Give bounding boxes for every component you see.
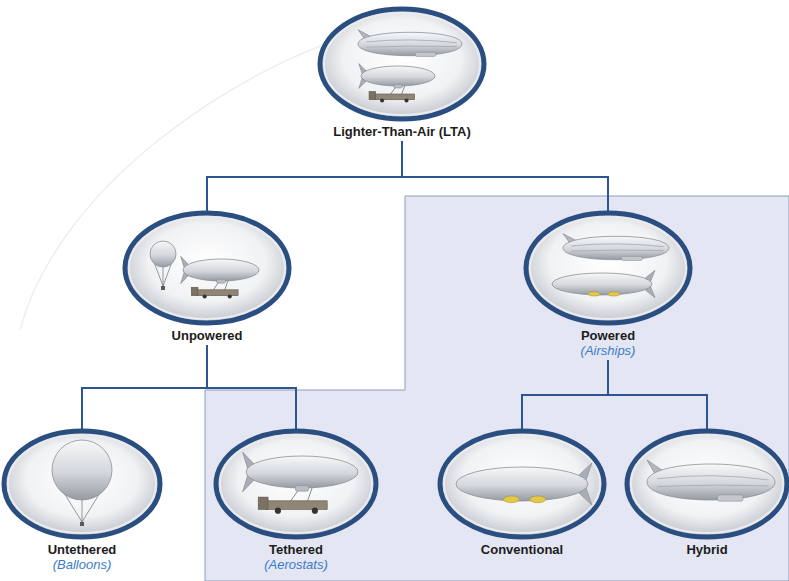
node-label: Powered	[581, 328, 635, 343]
rigging	[163, 267, 164, 286]
node-label: Tethered	[269, 542, 323, 557]
hull-lobe	[657, 485, 768, 487]
truck-cab	[191, 287, 198, 295]
cabin	[621, 256, 642, 260]
category-node: Tethered(Aerostats)	[212, 427, 380, 572]
balloon-envelope	[52, 440, 112, 500]
hull-lobe	[657, 476, 768, 480]
ellipse-inner-ring	[220, 435, 372, 533]
node-subtitle: (Balloons)	[53, 557, 112, 572]
ellipse-outline	[627, 431, 787, 537]
ellipse-inner-ring	[530, 217, 686, 319]
tree-connector	[207, 345, 296, 430]
tree-connector	[402, 141, 608, 212]
envelope	[246, 456, 358, 488]
node-label: Conventional	[481, 542, 563, 557]
category-node: Untethered(Balloons)	[0, 427, 164, 572]
tree-connector	[522, 360, 608, 430]
category-node: Lighter-Than-Air (LTA)	[316, 5, 488, 139]
faint-curve	[20, 30, 370, 330]
gondola	[394, 84, 403, 88]
engine-pod	[608, 292, 620, 296]
cabin	[415, 52, 436, 56]
ellipse-frame	[623, 427, 789, 541]
trailer	[266, 501, 328, 510]
hybrid-hull	[358, 32, 462, 55]
tree-connector	[608, 360, 707, 430]
wheel	[228, 294, 232, 298]
truck-cab	[369, 92, 376, 100]
ellipse-outline	[320, 9, 484, 119]
wheel	[275, 508, 281, 514]
hull-lobe	[366, 46, 456, 47]
gondola	[216, 279, 225, 283]
wheel	[312, 508, 318, 514]
tree-connector	[207, 141, 402, 212]
ellipse-outline	[216, 431, 376, 537]
tree-connector	[82, 345, 207, 430]
payload	[80, 522, 84, 526]
engine-pod	[588, 292, 600, 296]
ellipse-frame	[121, 209, 293, 327]
node-label: Hybrid	[686, 542, 727, 557]
node-label: Untethered	[48, 542, 117, 557]
engine-pod	[504, 496, 520, 503]
hull-lobe	[366, 40, 456, 43]
ellipse-frame	[522, 209, 694, 327]
envelope	[183, 259, 259, 281]
hull-lobe	[571, 250, 663, 251]
truck-cab	[258, 497, 268, 509]
ellipse-frame	[0, 427, 164, 541]
ellipse-inner-ring	[631, 435, 783, 533]
ellipse-inner-ring	[8, 435, 156, 533]
envelope	[552, 273, 652, 295]
payload	[161, 286, 165, 290]
rigging	[82, 500, 83, 522]
ellipse-inner-ring	[129, 217, 285, 319]
category-node: Hybrid	[623, 427, 789, 557]
hybrid-hull	[647, 464, 775, 500]
ellipse-outline	[125, 213, 289, 323]
node-subtitle: (Aerostats)	[264, 557, 328, 572]
category-node: Unpowered	[121, 209, 293, 343]
wheel	[380, 98, 384, 102]
ellipse-frame	[316, 5, 488, 123]
envelope	[456, 467, 588, 501]
node-label: Lighter-Than-Air (LTA)	[333, 124, 470, 139]
category-node: Conventional	[436, 427, 608, 557]
wheel	[203, 294, 207, 298]
ellipse-inner-ring	[444, 435, 600, 533]
trailer	[196, 290, 238, 296]
ellipse-outline	[526, 213, 690, 323]
ellipse-frame	[436, 427, 608, 541]
hybrid-hull	[563, 236, 669, 259]
balloon-envelope	[150, 241, 176, 267]
node-label: Unpowered	[172, 328, 243, 343]
hull-lobe	[571, 244, 663, 247]
category-node: Powered(Airships)	[522, 209, 694, 358]
engine-pod	[530, 496, 546, 503]
node-subtitle: (Airships)	[581, 343, 636, 358]
trailer	[374, 94, 415, 100]
powered-region	[205, 196, 789, 581]
cabin	[717, 495, 743, 501]
gondola	[295, 485, 308, 491]
envelope	[361, 66, 435, 86]
ellipse-outline	[4, 431, 160, 537]
ellipse-frame	[212, 427, 380, 541]
wheel	[404, 98, 408, 102]
ellipse-inner-ring	[324, 13, 480, 115]
ellipse-outline	[440, 431, 604, 537]
